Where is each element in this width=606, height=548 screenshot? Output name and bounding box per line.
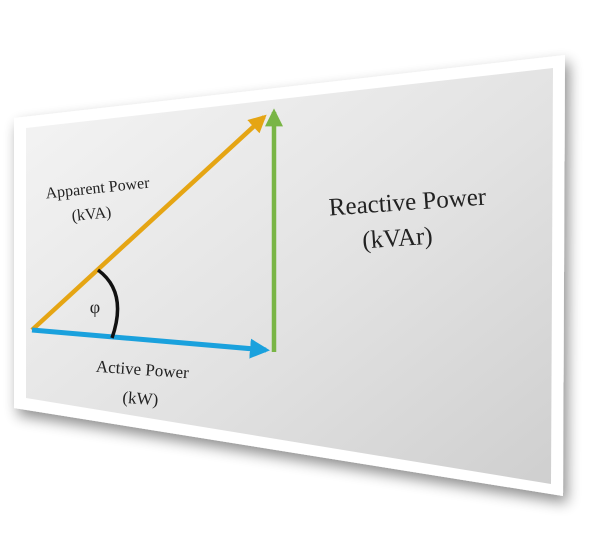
apparent-power-unit: (kVA)	[71, 204, 112, 225]
panel-background	[26, 68, 553, 484]
active-power-vector	[31, 327, 270, 359]
reactive-power-unit: (kVAr)	[361, 223, 433, 255]
apparent-power-vector	[30, 114, 267, 332]
active-power-unit: (kW)	[122, 388, 159, 409]
phase-angle-symbol: φ	[90, 297, 100, 317]
figure-panel	[14, 55, 565, 496]
phase-angle-arc	[96, 268, 120, 339]
